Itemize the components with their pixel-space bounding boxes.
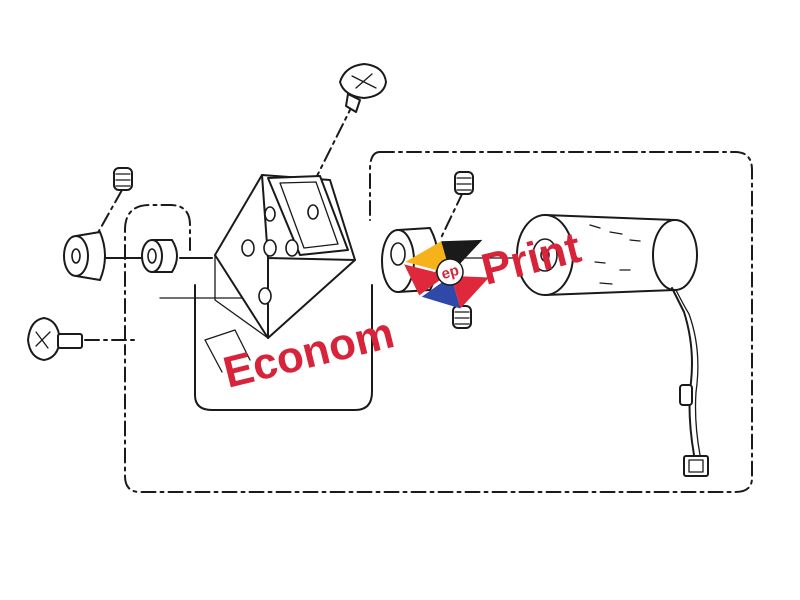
motor	[516, 214, 698, 296]
hub-set-screw-top	[454, 171, 474, 195]
flange-bolt	[27, 317, 83, 361]
top-screw	[339, 63, 387, 113]
outer-group-outline	[124, 151, 753, 493]
leader-set-screw-left	[94, 189, 123, 239]
mounting-block	[204, 174, 356, 373]
spacer-ring	[141, 239, 178, 273]
motor-cable	[671, 287, 701, 456]
hub-set-screw-bottom	[452, 305, 472, 329]
outer-group-outline-connector	[369, 151, 381, 221]
outer-group-outline-left	[124, 204, 191, 341]
leader-hub-screw	[439, 191, 464, 241]
set-screw-left	[113, 167, 133, 191]
inner-group-outline	[194, 284, 373, 411]
collar-left	[63, 231, 106, 281]
badge-text: ep	[439, 262, 461, 283]
cable-connector	[683, 455, 709, 477]
ep-badge-logo: ep	[404, 239, 490, 309]
